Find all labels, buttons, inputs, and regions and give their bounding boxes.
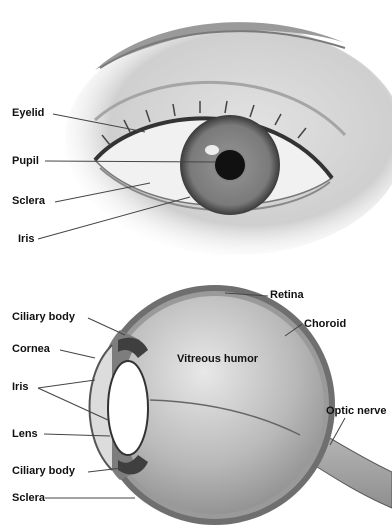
label-cornea: Cornea <box>12 343 50 356</box>
label-choroid: Choroid <box>304 318 346 331</box>
label-vitreous-humor: Vitreous humor <box>177 353 258 366</box>
external-eye-illustration <box>65 22 392 255</box>
label-sclera-cross-section: Sclera <box>12 492 45 505</box>
label-lens: Lens <box>12 428 38 441</box>
label-iris: Iris <box>18 233 35 246</box>
label-sclera: Sclera <box>12 195 45 208</box>
label-iris-cross-section: Iris <box>12 381 29 394</box>
label-eyelid: Eyelid <box>12 107 44 120</box>
label-pupil: Pupil <box>12 155 39 168</box>
label-ciliary-body-bottom: Ciliary body <box>12 465 75 478</box>
label-retina: Retina <box>270 289 304 302</box>
label-ciliary-body-top: Ciliary body <box>12 311 75 324</box>
label-optic-nerve: Optic nerve <box>326 405 387 418</box>
